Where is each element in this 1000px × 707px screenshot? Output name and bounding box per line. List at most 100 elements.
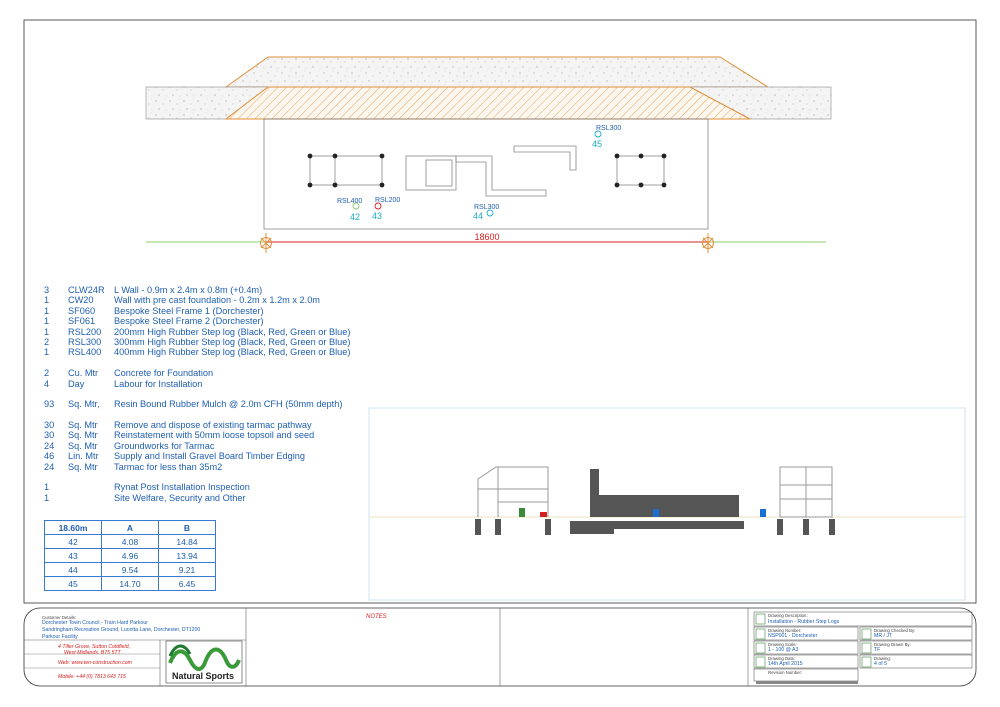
bom-desc: Bespoke Steel Frame 2 (Dorchester) [114,316,264,327]
web-address[interactable]: Web: www.ten-construction.com [58,660,132,666]
bom-unit: Sq. Mtr [68,420,98,431]
bom-desc: Bespoke Steel Frame 1 (Dorchester) [114,305,264,316]
field-label: Drawing Scale: [768,642,797,647]
step-log-red [540,512,547,517]
plan-view: RSL300 45 RSL400 42 RSL200 43 RSL300 44 … [145,56,832,253]
bom-unit: SF061 [68,316,96,327]
field-value: 14th April 2015 [768,661,803,667]
step-log-code: RSL400 [337,198,362,205]
bom-unit: Cu. Mtr [68,368,99,379]
bom-qty: 2 [44,336,50,347]
field-label: Drawing: [874,656,891,661]
bom-qty: 1 [44,316,50,327]
bom-qty: 30 [44,430,55,441]
bom-qty: 1 [44,347,50,358]
step-log-number: 43 [372,211,382,221]
elevation-frame-right [779,466,833,518]
bom-qty: 4 [44,378,50,389]
bom-unit: RSL300 [68,336,102,347]
bom-desc: Supply and Install Gravel Board Timber E… [114,451,305,462]
step-logs [352,130,602,217]
bom-qty: 2 [44,368,50,379]
field-label: Drawing Checked By: [874,628,916,633]
step-log-blue [653,509,659,517]
bom-unit: Day [68,378,85,389]
bom-unit: RSL400 [68,347,102,358]
field-value: MR / JT [874,633,893,639]
bom-desc: Rynat Post Installation Inspection [114,482,250,493]
step-log-green [519,508,525,517]
bom-desc: 300mm High Rubber Step log (Black, Red, … [114,336,351,347]
bom-qty: 1 [44,295,50,306]
bom-desc: 400mm High Rubber Step log (Black, Red, … [114,347,351,358]
bom-qty: 1 [44,492,50,503]
bom-qty: 93 [44,399,55,410]
bom-unit: RSL200 [68,326,102,337]
bom-qty: 1 [44,305,50,316]
bom-desc: Reinstatement with 50mm loose topsoil an… [114,430,315,441]
logo-text: Natural Sports [172,671,235,681]
bom-unit: Sq. Mtr [68,461,98,472]
bom-desc: Resin Bound Rubber Mulch @ 2.0m CFH (50m… [114,399,343,410]
field-value: 4 of 5 [874,661,887,667]
field-label: Revision Number: [768,670,803,675]
step-log-number: 44 [473,211,483,221]
bom-desc: Concrete for Foundation [114,368,214,379]
elevation-view [368,407,966,601]
field-value: NSP001 - Dorchester [768,633,818,639]
field-label: Drawing Drawn By: [874,642,911,647]
notes-label: NOTES [366,614,387,620]
natural-sports-logo [165,640,243,684]
bom-qty: 3 [44,285,50,295]
dimension-value: 18600 [474,232,499,242]
field-label: Drawing Description: [768,613,808,618]
customer-line: Dorchester Town Council - Train Hard Par… [42,620,148,626]
bom-desc: L Wall - 0.9m x 2.4m x 0.8m (+0.4m) [114,285,263,295]
step-log-code: RSL300 [474,204,499,211]
bom-unit: Sq. Mtr, [68,399,100,410]
bom-qty: 24 [44,461,55,472]
step-log-number: 42 [350,212,360,222]
bom-desc: Groundworks for Tarmac [114,440,215,451]
bom-desc: Labour for Installation [114,378,203,389]
bom-desc: Wall with pre cast foundation - 0.2m x 1… [114,295,320,306]
bom-desc: Site Welfare, Security and Other [114,492,246,503]
step-log-code: RSL300 [596,125,621,132]
elevation-frame-left [477,466,549,517]
bom-unit: CW20 [68,295,94,306]
field-label: Drawing Number: [768,628,802,633]
frame-posts [475,519,835,535]
field-label: Drawing Date: [768,656,796,661]
customer-label: Customer Details: [42,615,77,620]
customer-line: Sandringham Recreation Ground, Lucetta L… [42,627,201,633]
bom-desc: 200mm High Rubber Step log (Black, Red, … [114,326,351,337]
bom-unit: SF060 [68,305,96,316]
concrete-wall [570,469,744,534]
step-log-blue [760,509,766,517]
dimension-marker-left [260,233,272,253]
bom-unit: Sq. Mtr [68,430,98,441]
bom-qty: 1 [44,482,50,493]
bom-unit: CLW24R [68,285,105,295]
mobile-number: Mobile: +44 (0) 7813 643 715 [58,674,126,680]
bom-qty: 1 [44,326,50,337]
dimension-marker-right [702,233,714,253]
bom-qty: 46 [44,451,55,462]
field-value: Installation - Rubber Step Logs [768,619,840,625]
bom-unit: Lin. Mtr [68,451,99,462]
step-log-code: RSL200 [375,197,400,204]
field-value: 1 - 100 @ A3 [768,647,799,653]
bom-qty: 24 [44,440,55,451]
step-log-number: 45 [592,139,602,149]
bom-unit: Sq. Mtr [68,440,98,451]
bom-desc: Tarmac for less than 35m2 [114,461,223,472]
bom-qty: 30 [44,420,55,431]
bom-desc: Remove and dispose of existing tarmac pa… [114,420,312,431]
l-walls [405,145,577,197]
customer-line: Parkour Facility [42,634,78,640]
address-line: West Midlands. B75 5TT [64,650,121,656]
field-value: TF [874,647,881,653]
